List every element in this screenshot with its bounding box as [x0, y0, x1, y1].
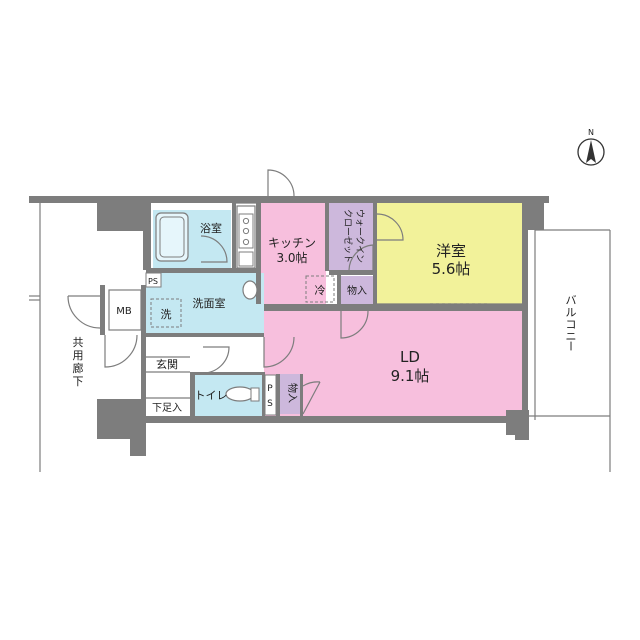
storage-kitchen-name: 物入: [347, 284, 367, 297]
walkin-closet-label-2: クローゼット: [342, 209, 354, 263]
kitchen-name: キッチン: [268, 236, 316, 250]
north-label: N: [588, 128, 594, 137]
ps-hall-label-p: P: [267, 384, 273, 394]
kitchen-room: [261, 203, 326, 304]
washroom-name: 洗面室: [193, 296, 226, 310]
storage-hall-name: 物入: [286, 383, 299, 403]
mb-label: MB: [116, 306, 132, 317]
balcony-char-5: ー: [564, 341, 577, 352]
washroom: [146, 273, 264, 333]
corridor-char-1: 共: [73, 336, 84, 349]
western-room-notch: [506, 201, 522, 230]
shoe-storage-name: 下足入: [152, 402, 182, 414]
living-size: 9.1帖: [391, 367, 430, 385]
washer-label: 洗: [161, 308, 172, 321]
western-room: [377, 201, 522, 304]
ps-top: [145, 272, 162, 288]
bathtub: [155, 212, 189, 262]
walls: [29, 196, 549, 456]
room-labels: 洋室 5.6帖 キッチン 3.0帖 LD 9.1帖 ウォークイン クローゼット …: [73, 209, 578, 414]
corridor-char-3: 廊: [73, 361, 84, 375]
western-room-name: 洋室: [436, 242, 466, 260]
balcony-char-1: バ: [566, 294, 577, 307]
balcony-char-2: ル: [566, 306, 577, 319]
fixtures: [145, 212, 335, 416]
walkin-closet-label-1: ウォークイン: [354, 209, 365, 263]
western-room-size: 5.6帖: [432, 260, 471, 278]
living-name: LD: [400, 348, 420, 366]
storage-kitchen: [341, 276, 374, 305]
entrance-name: 玄関: [156, 357, 178, 371]
storage-hall: [280, 374, 300, 414]
kitchen-stove: [238, 213, 254, 249]
toilet-bowl: [225, 386, 255, 402]
bathroom-name: 浴室: [200, 221, 222, 235]
corridor-char-4: 下: [73, 375, 84, 388]
fridge-space: [305, 275, 335, 303]
kitchen-sink: [238, 251, 254, 267]
kitchen-size: 3.0帖: [276, 250, 307, 265]
walkin-closet: [329, 202, 373, 270]
toilet-name: トイレ: [195, 389, 228, 402]
corridor-char-2: 用: [73, 349, 84, 362]
balcony-char-4: ニ: [566, 330, 577, 343]
fridge-label: 冷: [315, 284, 326, 297]
ps-hall: [264, 374, 277, 416]
doors: [67, 169, 490, 415]
ps-top-label: PS: [148, 277, 158, 286]
wash-basin: [242, 280, 258, 300]
living-room: [264, 311, 523, 416]
ps-hall-label-s: S: [267, 399, 273, 409]
north-arrow-icon: N: [577, 128, 605, 166]
balcony-char-3: コ: [566, 318, 577, 331]
washer-space: [150, 298, 182, 328]
